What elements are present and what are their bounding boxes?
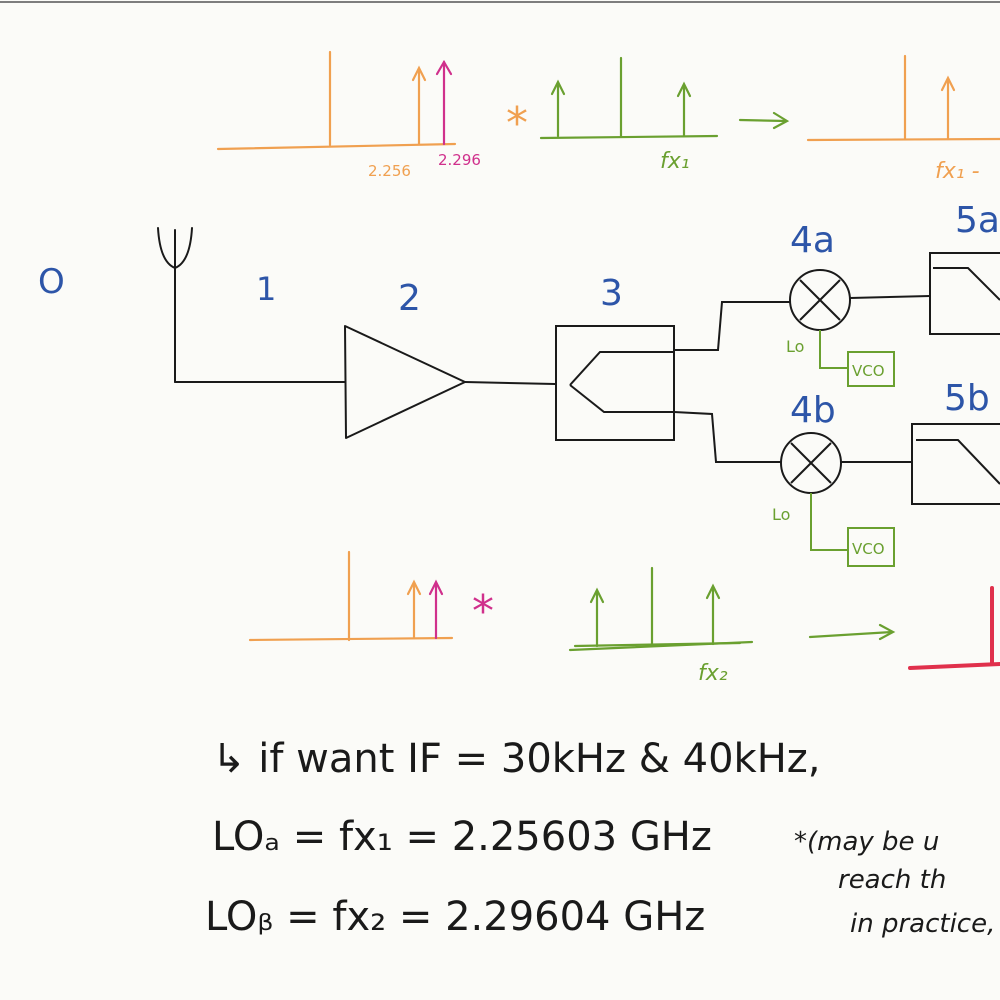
note-aside-1: *(may be u <box>794 827 939 857</box>
bottom-input-spectrum <box>248 550 454 642</box>
wire-splitter-to-mixer-a <box>673 301 791 351</box>
stage-5a-label: 5a <box>955 200 1000 241</box>
top-output-axis <box>806 137 1000 142</box>
top-input-axis <box>216 142 457 151</box>
top-tick-2256: 2.256 <box>368 162 411 180</box>
top-output-spectrum <box>806 54 1000 142</box>
lo-a-label: Lo <box>786 337 804 356</box>
filter-b-block <box>911 423 1000 505</box>
top-tick-2296: 2.296 <box>438 151 481 169</box>
lo-b-connection <box>810 493 895 567</box>
mixer-b-icon <box>780 432 842 494</box>
stage-1-label: 1 <box>256 270 276 308</box>
bottom-input-arrowhead-magenta <box>428 579 444 596</box>
filter-a-block <box>929 252 1000 335</box>
top-lo-left-arrowhead <box>550 79 566 96</box>
bottom-fx2-label: fx₂ <box>698 661 728 686</box>
mixer-a-icon <box>789 269 851 331</box>
bottom-convolution-operator: * <box>472 586 494 637</box>
top-convolution-operator: * <box>506 98 528 149</box>
top-lo-axis <box>539 134 719 140</box>
wire-splitter-to-mixer-b <box>673 411 781 463</box>
note-aside-3: in practice, <box>850 909 995 939</box>
stage-3-label: 3 <box>600 273 623 314</box>
top-lo-spectrum <box>539 56 719 140</box>
top-input-arrowhead-magenta <box>435 59 453 76</box>
stage-5b-label: 5b <box>944 378 990 419</box>
note-line-lo-b: LOᵦ = fx₂ = 2.29604 GHz <box>205 894 705 940</box>
top-result-arrow <box>738 111 790 130</box>
top-output-arrowhead <box>940 75 956 92</box>
note-line-lo-a: LOₐ = fx₁ = 2.25603 GHz <box>212 814 712 860</box>
bottom-lo-left-arrowhead <box>589 587 605 604</box>
top-input-arrowhead-orange <box>411 65 427 82</box>
top-output-label: fx₁ - <box>935 159 980 184</box>
top-input-spectrum <box>216 50 457 151</box>
bottom-lo-spectrum <box>568 566 754 652</box>
top-fx1-label: fx₁ <box>660 149 690 174</box>
vco-a-label: VCO <box>852 362 885 380</box>
bottom-output-axis <box>908 662 1000 670</box>
vco-b-label: VCO <box>852 540 885 558</box>
bottom-input-arrowhead-orange <box>406 579 422 596</box>
vco-b-box <box>847 527 895 567</box>
stage-2-label: 2 <box>398 278 421 319</box>
bottom-lo-axis-2 <box>573 641 742 648</box>
top-lo-right-arrowhead <box>676 81 692 98</box>
lo-a-connection <box>819 330 895 387</box>
note-line-if: ↳ if want IF = 30kHz & 40kHz, <box>212 736 820 782</box>
wire-mixer-a-to-filter-a <box>849 295 931 299</box>
note-aside-2: reach th <box>838 865 946 895</box>
vco-a-box <box>847 351 895 387</box>
bottom-result-arrow <box>808 623 896 641</box>
signal-wires <box>174 295 931 463</box>
wire-amp-to-splitter <box>464 381 556 385</box>
stage-0-label: O <box>38 262 65 302</box>
bottom-lo-right-arrowhead <box>705 583 721 600</box>
lo-b-label: Lo <box>772 505 790 524</box>
stage-4a-label: 4a <box>790 220 835 261</box>
amplifier-icon <box>344 325 466 439</box>
bottom-output-spectrum <box>908 586 1000 670</box>
bottom-input-axis <box>248 636 454 642</box>
antenna-icon <box>157 227 193 383</box>
stage-4b-label: 4b <box>790 390 836 431</box>
power-splitter-block <box>555 325 675 441</box>
